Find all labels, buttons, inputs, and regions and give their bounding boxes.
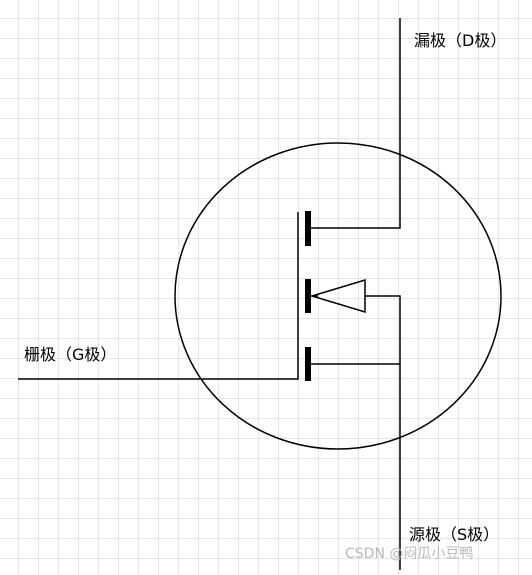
drain-lead xyxy=(310,18,401,229)
watermark-text: CSDN @闷瓜小豆鸭 xyxy=(345,546,474,562)
gate-label: 栅极（G极） xyxy=(24,345,117,364)
source-label: 源极（S极） xyxy=(409,525,500,544)
drain-label: 漏极（D极） xyxy=(414,31,507,50)
device-body-circle xyxy=(174,142,502,450)
gate-lead xyxy=(18,212,299,380)
source-lead xyxy=(310,363,401,570)
body-arrow-lead xyxy=(365,295,401,364)
body-arrow-icon xyxy=(309,278,366,314)
